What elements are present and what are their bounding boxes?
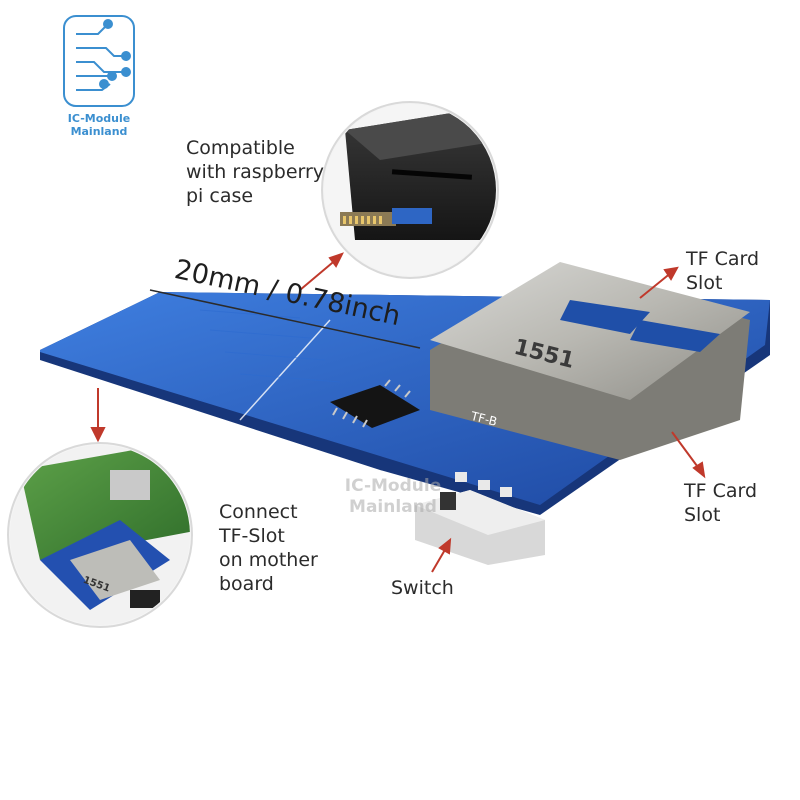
logo-line-2: Mainland — [70, 125, 128, 138]
callout-arrows — [90, 252, 706, 573]
compatible-label: Compatible with raspberry pi case — [186, 137, 325, 207]
logo-text: IC-Module Mainland — [49, 112, 149, 138]
watermark-line-2: Mainland — [349, 497, 437, 517]
logo-line-1: IC-Module — [67, 112, 131, 125]
silkscreen-label: TF-B — [469, 409, 499, 429]
motherboard-inset: 1551 — [7, 442, 193, 628]
dimension-line — [149, 289, 421, 349]
connect-label: Connect TF-Slot on mother board — [219, 501, 318, 595]
tf-slot-bottom-label: TF Card Slot — [684, 480, 758, 526]
tf-card-slot: 1551 — [430, 262, 750, 460]
adapter-board: 1551 TF-B — [40, 262, 770, 565]
tf-slot-top-label: TF Card Slot — [686, 248, 760, 294]
watermark-line-1: IC-Module — [344, 476, 442, 496]
raspberry-case-inset — [321, 101, 499, 279]
watermark: IC-Module Mainland — [328, 476, 458, 518]
ic-chip — [330, 379, 420, 428]
switch-label: Switch — [391, 577, 454, 599]
logo-icon — [63, 15, 135, 107]
